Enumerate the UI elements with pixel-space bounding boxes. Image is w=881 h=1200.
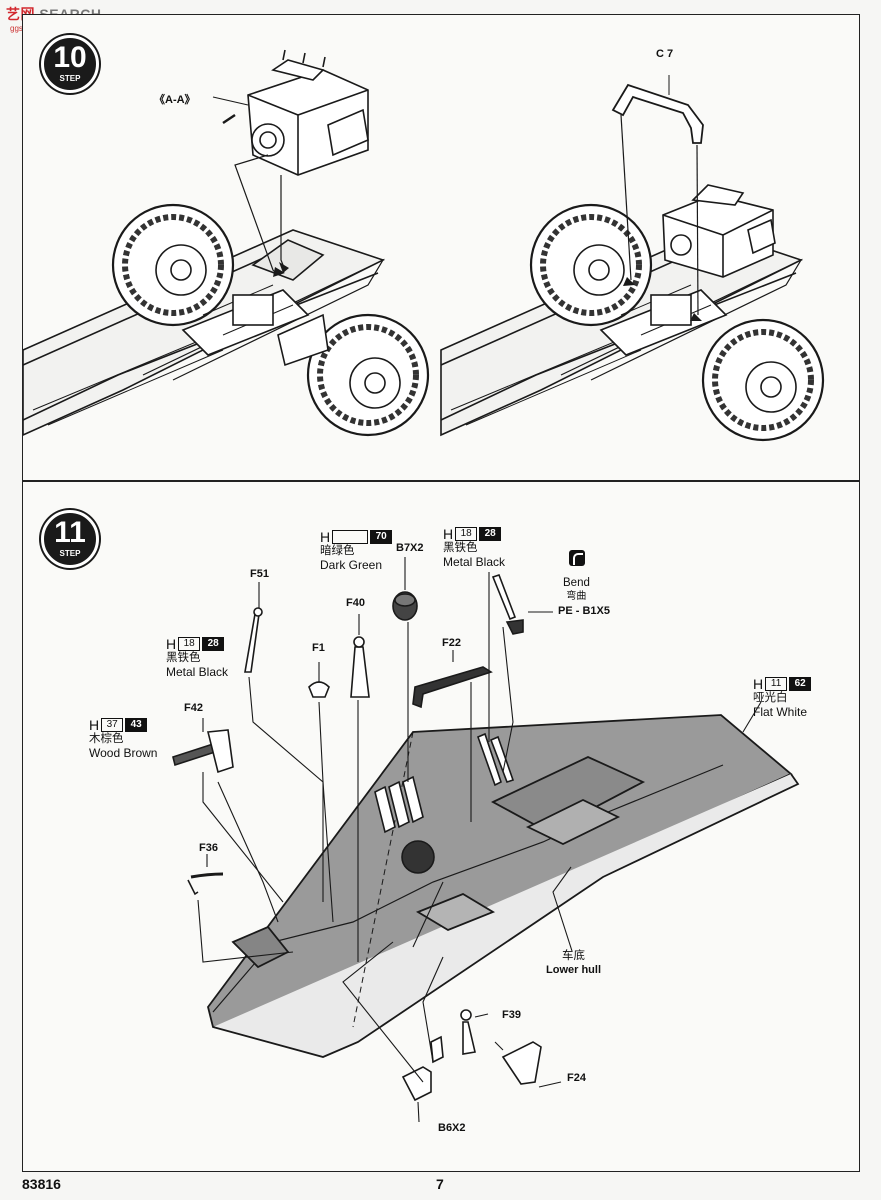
part-f40: F40 xyxy=(346,597,365,609)
bend-cn: 弯曲 xyxy=(566,591,587,602)
label-aa: 《A-A》 xyxy=(154,94,196,106)
part-b6x2: B6X2 xyxy=(438,1122,466,1134)
color-code-2: 70 xyxy=(370,530,393,544)
part-f36: F36 xyxy=(199,842,218,854)
part-f22: F22 xyxy=(442,637,461,649)
step-number: 10 xyxy=(53,41,87,74)
color-code-2: 43 xyxy=(125,718,148,732)
color-code-1: 11 xyxy=(765,677,788,691)
color-cn: 木棕色 xyxy=(89,733,124,745)
color-code-1: 18 xyxy=(178,637,201,651)
part-f24: F24 xyxy=(567,1072,586,1084)
lower-hull-cn: 车底 xyxy=(562,950,585,962)
color-code-1 xyxy=(332,530,369,544)
part-f1: F1 xyxy=(312,642,325,654)
color-cn: 黑铁色 xyxy=(166,652,201,664)
bend-en: Bend xyxy=(563,577,590,589)
color-cn: 黑铁色 xyxy=(443,542,478,554)
color-en: Dark Green xyxy=(320,558,383,572)
color-en: Metal Black xyxy=(443,555,506,569)
step-10-illustration xyxy=(23,49,825,442)
catalog-number: 83816 xyxy=(22,1176,61,1192)
step-10-panel: 10 STEP 《A-A》 C 7 xyxy=(22,14,860,481)
page-number: 7 xyxy=(436,1176,444,1192)
color-cn: 哑光白 xyxy=(753,692,788,704)
label-c7: C 7 xyxy=(656,48,674,60)
color-prefix: H xyxy=(89,717,100,733)
step-label: STEP xyxy=(59,74,81,83)
part-pe-b1x5: PE - B1X5 xyxy=(558,605,610,617)
part-f42: F42 xyxy=(184,702,203,714)
part-b7x2: B7X2 xyxy=(396,542,424,554)
color-code-2: 28 xyxy=(202,637,225,651)
lower-hull-label: 车底 Lower hull xyxy=(546,949,601,977)
color-cn: 暗绿色 xyxy=(320,545,355,557)
step-11-badge: 11 STEP xyxy=(41,510,99,568)
color-prefix: H xyxy=(443,526,454,542)
color-code-2: 62 xyxy=(789,677,812,691)
watermark-logo-1: 艺 xyxy=(6,6,21,22)
step-number: 11 xyxy=(54,516,86,549)
color-en: Metal Black xyxy=(166,665,229,679)
color-code-1: 18 xyxy=(455,527,478,541)
part-f39: F39 xyxy=(502,1009,521,1021)
step-label: STEP xyxy=(59,549,81,558)
color-prefix: H xyxy=(166,636,177,652)
step-11-illustration xyxy=(172,557,800,1123)
color-prefix: H xyxy=(320,529,331,545)
color-en: Flat White xyxy=(753,705,808,719)
color-callout-dark-green: H 70 暗绿色 Dark Green xyxy=(320,529,393,572)
color-prefix: H xyxy=(753,676,764,692)
part-f51: F51 xyxy=(250,568,269,580)
bend-icon xyxy=(569,550,585,566)
color-code-2: 28 xyxy=(479,527,502,541)
step-10-badge: 10 STEP xyxy=(41,35,99,93)
bend-label: Bend 弯曲 xyxy=(563,576,590,604)
color-en: Wood Brown xyxy=(89,746,158,760)
step-11-panel: 11 STEP F51 F40 F1 B7X2 F22 F42 F36 F39 … xyxy=(22,481,860,1172)
color-code-1: 37 xyxy=(101,718,124,732)
lower-hull-en: Lower hull xyxy=(546,964,601,976)
